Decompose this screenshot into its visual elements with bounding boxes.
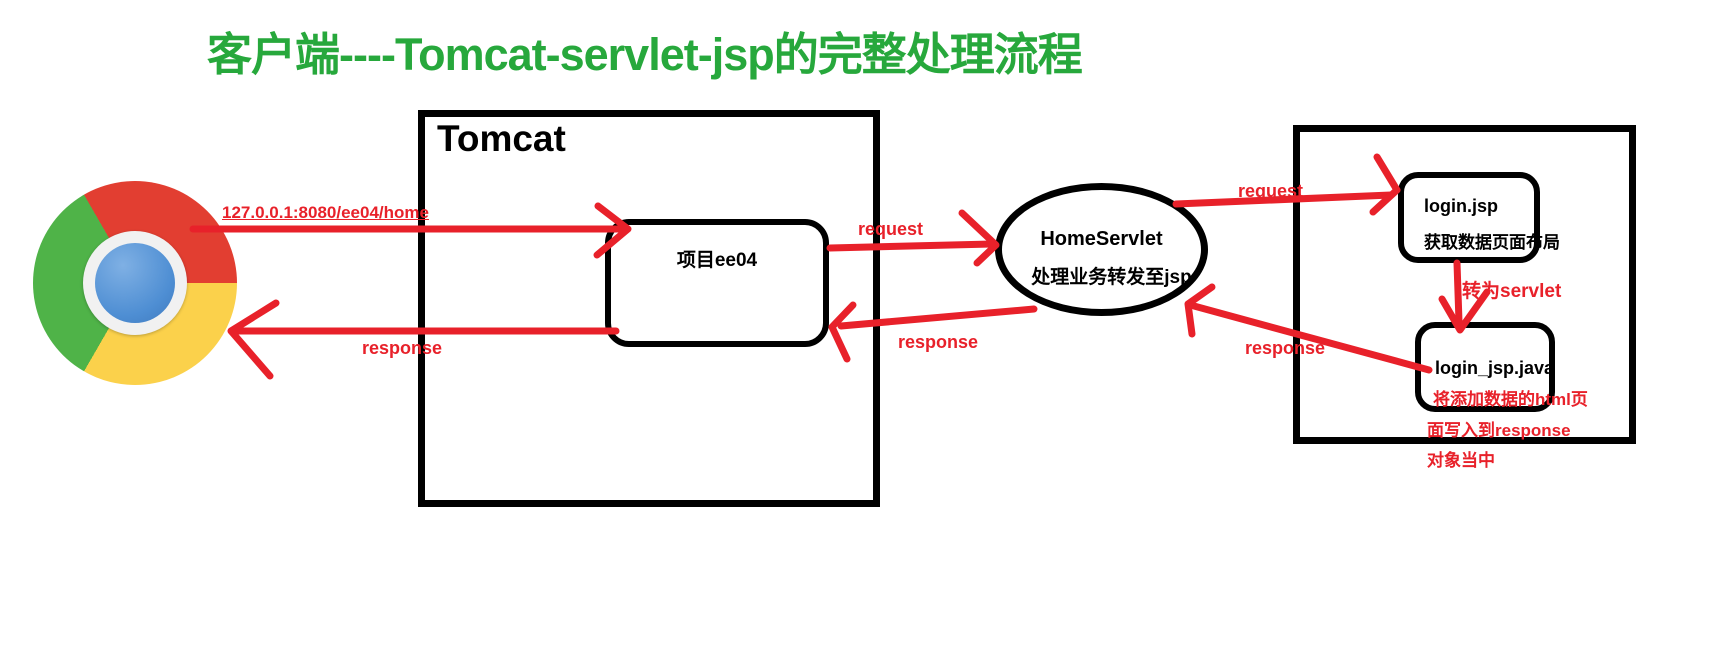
login-jsp-java-note-line1: 将添加数据的html页 xyxy=(1433,390,1588,409)
response-label-servlet: response xyxy=(1245,338,1326,358)
response-label-client: response xyxy=(362,338,443,358)
login-jsp-java-node: login_jsp.java 将添加数据的html页 xyxy=(1415,322,1588,412)
project-ee04-node: 项目ee04 xyxy=(605,219,829,347)
login-jsp-java-note-line2: 面写入到response xyxy=(1427,421,1571,440)
login-jsp-title: login.jsp xyxy=(1424,196,1498,216)
url-label: 127.0.0.1:8080/ee04/home xyxy=(222,203,429,222)
project-ee04-label: 项目ee04 xyxy=(676,250,758,271)
request-label-tomcat: request xyxy=(858,219,924,239)
to-servlet-label: 转为servlet xyxy=(1462,281,1562,302)
jsp-container-box xyxy=(1293,125,1636,444)
login-jsp-java-title: login_jsp.java xyxy=(1435,358,1555,378)
homeservlet-node: HomeServlet 处理业务转发至jsp xyxy=(995,183,1208,316)
tomcat-label: Tomcat xyxy=(437,118,566,159)
chrome-icon-blue-center xyxy=(95,243,175,323)
login-jsp-java-note-line3: 对象当中 xyxy=(1427,451,1495,470)
page-title: 客户端----Tomcat-servlet-jsp的完整处理流程 xyxy=(207,29,1083,80)
homeservlet-title: HomeServlet xyxy=(1040,228,1163,250)
chrome-browser-icon xyxy=(33,181,237,385)
response-label-tomcat: response xyxy=(898,332,979,352)
request-label-jsp: request xyxy=(1238,181,1304,201)
login-jsp-node: login.jsp 获取数据页面布局 xyxy=(1398,172,1560,263)
homeservlet-subtitle: 处理业务转发至jsp xyxy=(1031,267,1192,288)
login-jsp-subtitle: 获取数据页面布局 xyxy=(1424,233,1560,252)
